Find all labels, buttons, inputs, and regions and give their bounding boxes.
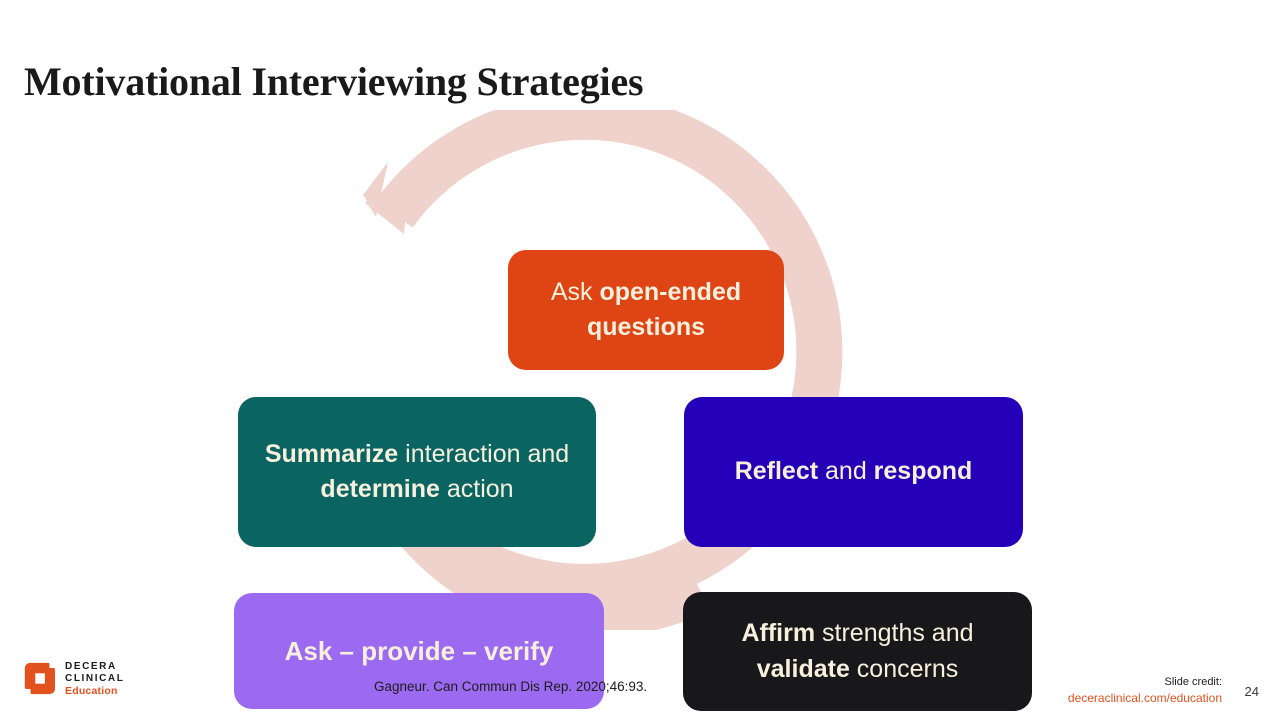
cycle-node-label: Ask – provide – verify (284, 635, 554, 666)
cycle-diagram: Ask open-ended questions Reflect and res… (0, 110, 1280, 711)
logo-line-2: CLINICAL (65, 672, 125, 684)
cycle-node-label: Summarize interaction and determine acti… (264, 439, 570, 504)
decera-logo-mark-icon (24, 662, 56, 695)
cycle-node-label: Reflect and respond (734, 457, 973, 486)
cycle-node-reflect-and-respond[interactable]: Reflect and respond (684, 397, 1023, 547)
slide-credit-link[interactable]: deceraclinical.com/education (1067, 690, 1222, 705)
brand-logo: DECERA CLINICAL Education (24, 661, 124, 697)
cycle-node-ask-provide-verify[interactable]: Ask – provide – verify (234, 593, 604, 709)
slide-credit-label: Slide credit: (1164, 676, 1222, 688)
brand-logo-text: DECERA CLINICAL Education (65, 661, 124, 697)
cycle-ring-arrow-icon (357, 110, 843, 630)
logo-line-3: Education (65, 684, 118, 697)
cycle-node-label: Ask open-ended questions (550, 277, 742, 342)
cycle-node-ask-open-ended-questions[interactable]: Ask open-ended questions (508, 250, 784, 370)
cycle-node-affirm-strengths-and-validate-concerns[interactable]: Affirm strengths and validate concerns (683, 592, 1032, 711)
page-number: 24 (1244, 684, 1259, 699)
logo-line-1: DECERA (65, 661, 117, 672)
page-title: Motivational Interviewing Strategies (24, 59, 644, 104)
citation-text: Gagneur. Can Commun Dis Rep. 2020;46:93. (374, 679, 648, 694)
slide-credit: Slide credit: deceraclinical.com/educati… (1068, 675, 1222, 706)
cycle-node-summarize-interaction-and-determine-action[interactable]: Summarize interaction and determine acti… (238, 397, 596, 547)
cycle-node-label: Affirm strengths and validate concerns (741, 619, 974, 683)
